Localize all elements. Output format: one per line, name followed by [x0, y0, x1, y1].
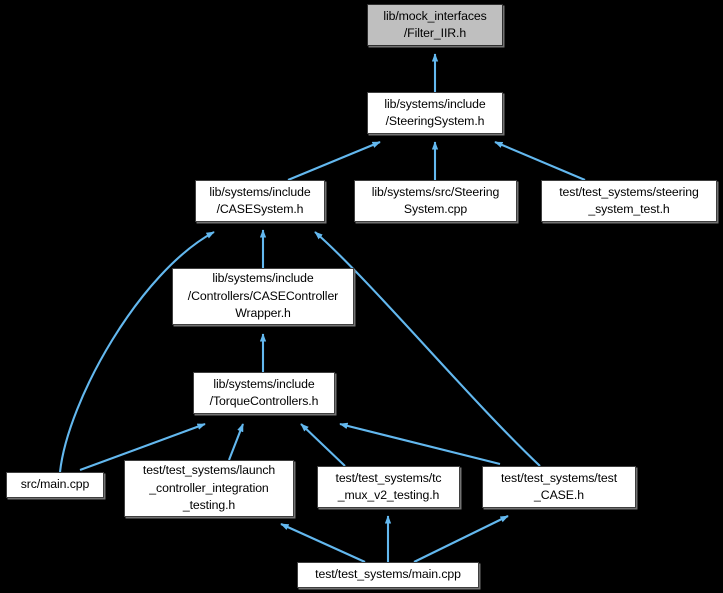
node-test-case-h[interactable]: test/test_systems/test _CASE.h	[482, 466, 636, 508]
node-src-main-cpp[interactable]: src/main.cpp	[6, 472, 104, 498]
node-label: lib/systems/include /SteeringSystem.h	[384, 96, 486, 129]
edge-steering-system-test-h-to-steering-system-h	[494, 141, 586, 181]
node-label: test/test_systems/test _CASE.h	[500, 470, 618, 503]
node-label: test/test_systems/launch _controller_int…	[142, 463, 276, 513]
edge-launch-controller-integration-testing-h-to-torque-controllers-h	[228, 423, 244, 461]
node-label: test/test_systems/steering _system_test.…	[559, 184, 699, 217]
node-case-system-h[interactable]: lib/systems/include /CASESystem.h	[195, 180, 325, 222]
edge-test-main-cpp-to-launch-controller-integration-testing-h	[280, 523, 366, 563]
node-label: test/test_systems/main.cpp	[315, 567, 461, 582]
edge-case-system-h-to-steering-system-h	[287, 141, 381, 181]
node-label: lib/systems/include /Controllers/CASECon…	[187, 271, 339, 321]
node-filter-iir-h[interactable]: lib/mock_interfaces /Filter_IIR.h	[367, 4, 503, 46]
edge-tc-mux-v2-testing-h-to-torque-controllers-h	[300, 423, 346, 467]
node-label: lib/mock_interfaces /Filter_IIR.h	[383, 8, 487, 41]
node-tc-mux-v2-testing-h[interactable]: test/test_systems/tc _mux_v2_testing.h	[317, 466, 460, 508]
node-label: lib/systems/include /TorqueControllers.h	[209, 376, 319, 409]
edge-test-case-h-to-torque-controllers-h	[339, 422, 501, 466]
node-steering-system-test-h[interactable]: test/test_systems/steering _system_test.…	[541, 180, 717, 222]
node-label: src/main.cpp	[20, 477, 90, 492]
node-test-main-cpp[interactable]: test/test_systems/main.cpp	[297, 562, 479, 588]
node-steering-system-cpp[interactable]: lib/systems/src/Steering System.cpp	[354, 180, 517, 222]
node-launch-controller-integration-testing-h[interactable]: test/test_systems/launch _controller_int…	[124, 460, 294, 517]
node-steering-system-h[interactable]: lib/systems/include /SteeringSystem.h	[367, 92, 503, 134]
node-label: lib/systems/include /CASESystem.h	[209, 184, 311, 217]
edge-test-main-cpp-to-test-case-h	[413, 515, 509, 563]
node-label: lib/systems/src/Steering System.cpp	[371, 184, 500, 217]
node-case-controller-wrapper-h[interactable]: lib/systems/include /Controllers/CASECon…	[172, 268, 354, 325]
node-torque-controllers-h[interactable]: lib/systems/include /TorqueControllers.h	[193, 372, 335, 414]
node-label: test/test_systems/tc _mux_v2_testing.h	[335, 470, 442, 503]
